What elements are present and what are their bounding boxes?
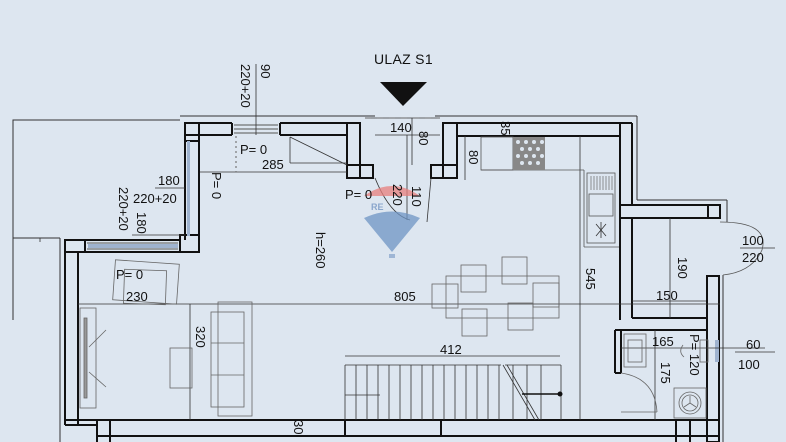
tv-unit — [79, 307, 97, 409]
washbasin — [623, 333, 647, 368]
dim-ext-door-100: 100 — [742, 233, 764, 248]
dim-30: 30 — [291, 420, 306, 435]
dim-220-20-vertical: 220+20 — [116, 187, 131, 231]
watermark-text: RE — [371, 202, 384, 212]
dim-180: 180 — [158, 173, 180, 188]
washing-machine — [673, 387, 707, 419]
bath-level: P= 120 — [687, 334, 702, 376]
entrance-arrow-icon — [380, 82, 427, 106]
room-top-left-level: P= 0 — [240, 142, 268, 157]
coffee-table — [169, 347, 193, 389]
dim-412: 412 — [440, 342, 462, 357]
ceiling-height: h=260 — [313, 232, 328, 269]
bath-door-swing — [620, 372, 658, 413]
dim-230: 230 — [126, 289, 148, 304]
living-level: P= 0 — [116, 267, 144, 282]
dim-165: 165 — [652, 334, 674, 349]
entry-level: P= 0 — [345, 187, 373, 202]
cooktop-icon — [513, 137, 545, 170]
fan-icon — [595, 222, 607, 238]
dim-220-door: 220 — [390, 184, 405, 206]
dim-175: 175 — [658, 362, 673, 384]
dim-110-door: 110 — [409, 186, 424, 207]
left-window-level: P= 0 — [209, 172, 224, 200]
dim-35: 35 — [498, 121, 513, 136]
dim-ext-door-220: 220 — [742, 250, 764, 265]
terrace-outline — [12, 119, 180, 320]
staircase — [344, 364, 562, 421]
sofa — [217, 301, 253, 417]
dim-140: 140 — [390, 120, 412, 135]
dim-190: 190 — [675, 257, 690, 279]
dim-805: 805 — [394, 289, 416, 304]
remax-watermark — [364, 186, 420, 258]
entrance-label: ULAZ S1 — [374, 51, 433, 67]
dim-220-20: 220+20 — [133, 191, 177, 206]
dim-285: 285 — [262, 157, 284, 172]
dim-180-vertical: 180 — [134, 212, 149, 234]
dim-bath-window-60: 60 — [746, 337, 761, 352]
dim-150: 150 — [656, 288, 678, 303]
kitchen-counter — [480, 136, 514, 171]
dim-window-width: 220+20 — [238, 64, 253, 108]
dim-320: 320 — [193, 326, 208, 348]
dim-80-kitchen: 80 — [466, 150, 481, 165]
armchair — [112, 259, 180, 305]
dim-bath-window-100: 100 — [738, 357, 760, 372]
toilet-icon — [680, 344, 685, 358]
left-window-pane — [187, 141, 190, 236]
dim-window-height: 90 — [258, 64, 273, 79]
dim-80-entry: 80 — [416, 131, 431, 146]
dining-set — [431, 256, 560, 337]
sink-icon — [590, 176, 613, 190]
dim-545: 545 — [583, 268, 598, 290]
